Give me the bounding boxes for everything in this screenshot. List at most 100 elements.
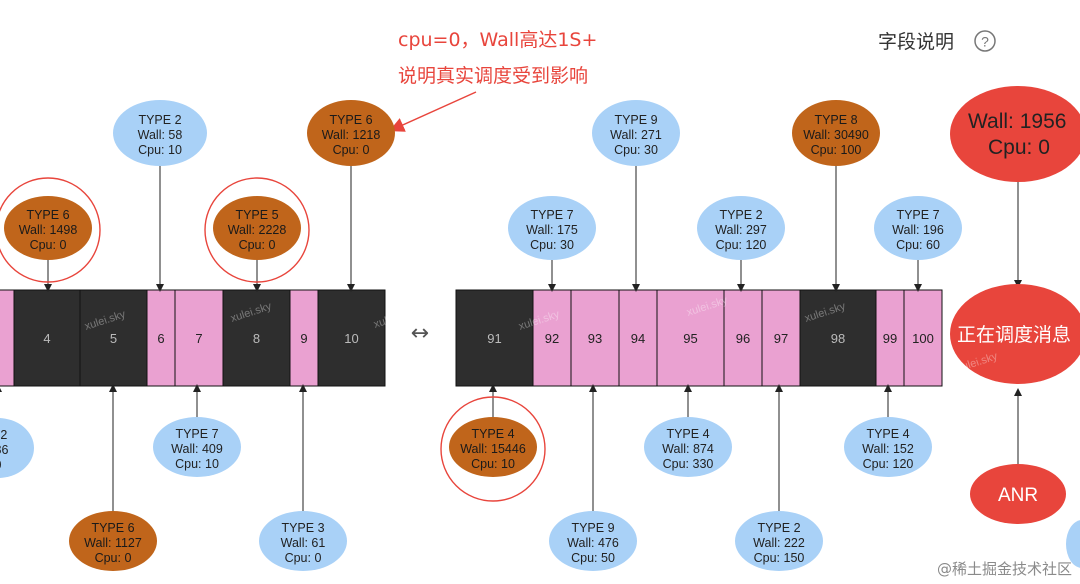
current-cpu-text: Cpu: 0 [988, 136, 1050, 159]
node-cpu: Cpu: 30 [614, 143, 658, 157]
left-message-block[interactable] [289, 289, 319, 387]
legend-column: Wall: 1956 Cpu: 0 正在调度消息 ANR [950, 86, 1080, 568]
node-wall: Wall: 1127 [84, 536, 142, 550]
node-cpu: Cpu: 0 [239, 238, 276, 252]
left-message-block[interactable] [0, 289, 15, 387]
node-type: TYPE 2 [757, 521, 800, 535]
annotation-arrow [389, 91, 477, 132]
node-wall: Wall: 30490 [803, 128, 869, 142]
message-node-ellipse [549, 511, 637, 571]
node-cpu: Cpu: 100 [811, 143, 862, 157]
right-message-block-label: 100 [912, 331, 934, 346]
node-cpu: Cpu: 0 [30, 238, 67, 252]
message-node-ellipse [874, 196, 962, 260]
right-message-block[interactable] [761, 289, 801, 387]
message-node-ellipse [508, 196, 596, 260]
scheduling-message-node [950, 284, 1080, 384]
node-wall: Wall: 1498 [19, 223, 78, 237]
message-node-ellipse [644, 417, 732, 477]
node-wall: Wall: 58 [138, 128, 183, 142]
node-type: TYPE 6 [91, 521, 134, 535]
right-message-block[interactable] [618, 289, 658, 387]
right-message-block-label: 99 [883, 331, 897, 346]
right-message-block[interactable] [875, 289, 905, 387]
node-type: TYPE 3 [281, 521, 324, 535]
right-message-block-label: 91 [487, 331, 501, 346]
node-wall: Wall: 175 [526, 223, 578, 237]
left-message-block-label: 9 [300, 331, 307, 346]
node-wall: Wall: 409 [171, 442, 223, 456]
message-node-ellipse [844, 417, 932, 477]
message-node-ellipse [213, 196, 301, 260]
right-message-block[interactable] [570, 289, 620, 387]
scheduling-message-text: 正在调度消息 [957, 324, 1071, 346]
right-message-block[interactable] [723, 289, 763, 387]
message-node-ellipse [592, 100, 680, 166]
node-type: TYPE 8 [814, 113, 857, 127]
left-message-block-label: 10 [344, 331, 358, 346]
left-message-block[interactable] [222, 289, 291, 387]
right-message-block[interactable] [903, 289, 943, 387]
message-node-ellipse [449, 417, 537, 477]
current-wall-node [950, 86, 1080, 182]
node-type: TYPE 7 [175, 427, 218, 441]
field-help-link[interactable]: 字段说明 [878, 31, 954, 53]
node-type: TYPE 6 [26, 208, 69, 222]
node-cpu: Cpu: 330 [663, 457, 714, 471]
node-cpu: 0 [0, 458, 2, 472]
node-wall: Wall: 271 [610, 128, 662, 142]
annotation-line-2: 说明真实调度受到影响 [398, 65, 588, 87]
node-cpu: Cpu: 10 [138, 143, 182, 157]
node-cpu: Cpu: 50 [571, 551, 615, 565]
left-message-block-label: 8 [253, 331, 260, 346]
right-message-block[interactable] [799, 289, 877, 387]
node-wall: Wall: 15446 [460, 442, 526, 456]
node-type: TYPE 2 [138, 113, 181, 127]
right-message-block-label: 97 [774, 331, 788, 346]
left-message-block[interactable] [79, 289, 148, 387]
gap-arrows-icon: ↔ [411, 321, 429, 346]
left-message-block[interactable] [317, 289, 386, 387]
right-message-block-label: 93 [588, 331, 602, 346]
right-message-block-label: 94 [631, 331, 645, 346]
node-cpu: Cpu: 10 [471, 457, 515, 471]
node-cpu: Cpu: 0 [285, 551, 322, 565]
node-type: TYPE 2 [719, 208, 762, 222]
node-type: TYPE 7 [530, 208, 573, 222]
svg-text:?: ? [981, 34, 989, 50]
right-message-block[interactable] [455, 289, 534, 387]
node-cpu: Cpu: 120 [716, 238, 767, 252]
node-cpu: Cpu: 150 [754, 551, 805, 565]
node-cpu: Cpu: 120 [863, 457, 914, 471]
right-message-block[interactable] [656, 289, 725, 387]
question-circle-icon[interactable]: ? [974, 30, 996, 52]
node-wall: Wall: 297 [715, 223, 767, 237]
node-wall: Wall: 152 [862, 442, 914, 456]
left-message-block[interactable] [174, 289, 224, 387]
highlight-circle [204, 177, 310, 283]
node-cpu: Cpu: 60 [896, 238, 940, 252]
node-wall: Wall: 2228 [228, 223, 287, 237]
message-node-n10[interactable]: E 21860 [0, 418, 34, 478]
node-type: TYPE 4 [471, 427, 514, 441]
node-wall: Wall: 1218 [322, 128, 381, 142]
right-message-block[interactable] [532, 289, 572, 387]
